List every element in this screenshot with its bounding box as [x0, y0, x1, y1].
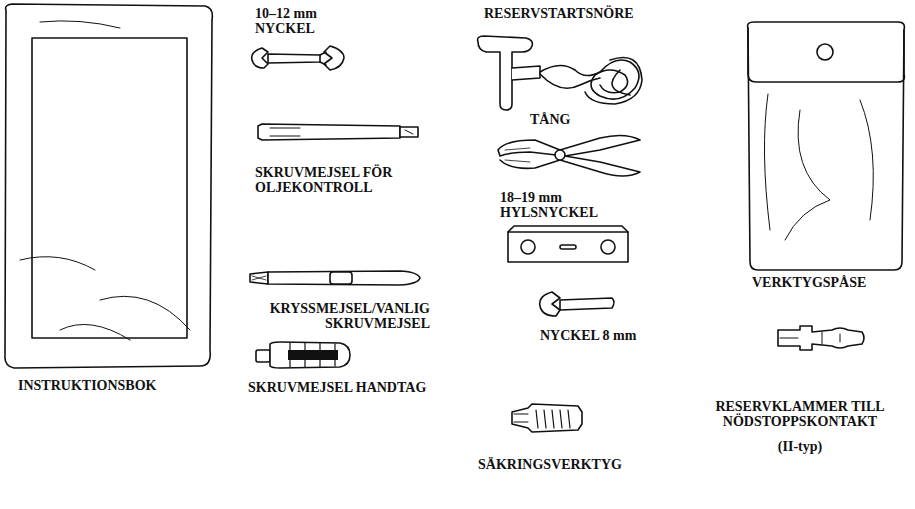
part-label: SKRUVMEJSEL FÖR OLJEKONTROLL [255, 165, 405, 195]
part-label: SÄKRINGSVERKTYG [478, 457, 638, 472]
box-spanner [508, 226, 628, 262]
part-label: (II-typ) [705, 439, 895, 454]
part-label: KRYSSMEJSEL/VANLIG SKRUVMEJSEL [255, 301, 430, 331]
emergency-stop-clip [778, 326, 864, 350]
pliers [498, 135, 640, 176]
fuse-tool [512, 404, 582, 432]
part-label: RESERVKLAMMER TILL NÖDSTOPPSKONTAKT [705, 399, 895, 429]
instruction-book [5, 4, 212, 368]
phillips-flat-screwdriver [250, 271, 420, 285]
wrench-8mm [540, 292, 614, 316]
part-label: SKRUVMEJSEL HANDTAG [248, 380, 468, 395]
part-label: 18–19 mm HYLSNYCKEL [500, 190, 610, 220]
part-label: VERKTYGSPÅSE [752, 275, 902, 290]
part-label: NYCKEL 8 mm [540, 328, 660, 343]
part-label: INSTRUKTIONSBOK [18, 378, 208, 393]
open-end-wrench [252, 46, 344, 70]
tool-bag [748, 22, 905, 270]
part-label: RESERVSTARTSNÖRE [484, 6, 714, 21]
oil-check-screwdriver [258, 124, 418, 140]
screwdriver-handle [256, 342, 350, 368]
spare-starter-rope [478, 36, 642, 110]
part-label: TÅNG [530, 112, 610, 127]
part-label: 10–12 mm NYCKEL [255, 6, 335, 36]
